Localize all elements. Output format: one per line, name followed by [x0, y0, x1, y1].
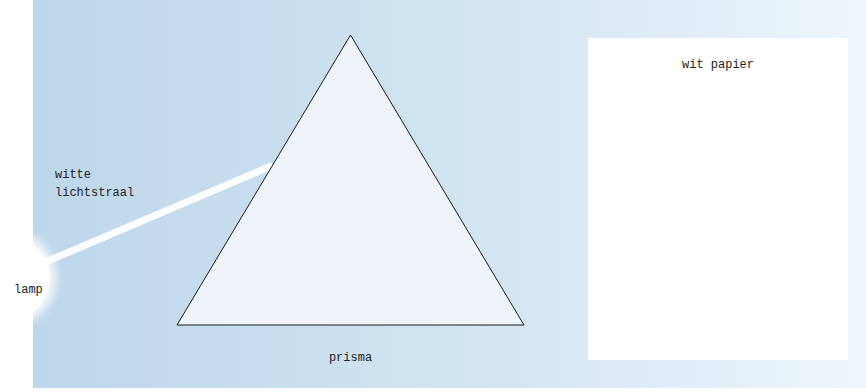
paper-label: wit papier — [588, 56, 848, 74]
lamp-circle: lamp — [0, 236, 50, 320]
paper-sheet: wit papier — [588, 38, 848, 360]
prism-shape — [177, 35, 524, 325]
prism-triangle: prisma — [177, 35, 524, 371]
prism-outline — [177, 35, 524, 325]
beam-label: witte lichtstraal — [55, 166, 145, 202]
background-panel — [33, 0, 866, 388]
lamp-label: lamp — [14, 281, 43, 299]
prism-label: prisma — [177, 349, 524, 367]
